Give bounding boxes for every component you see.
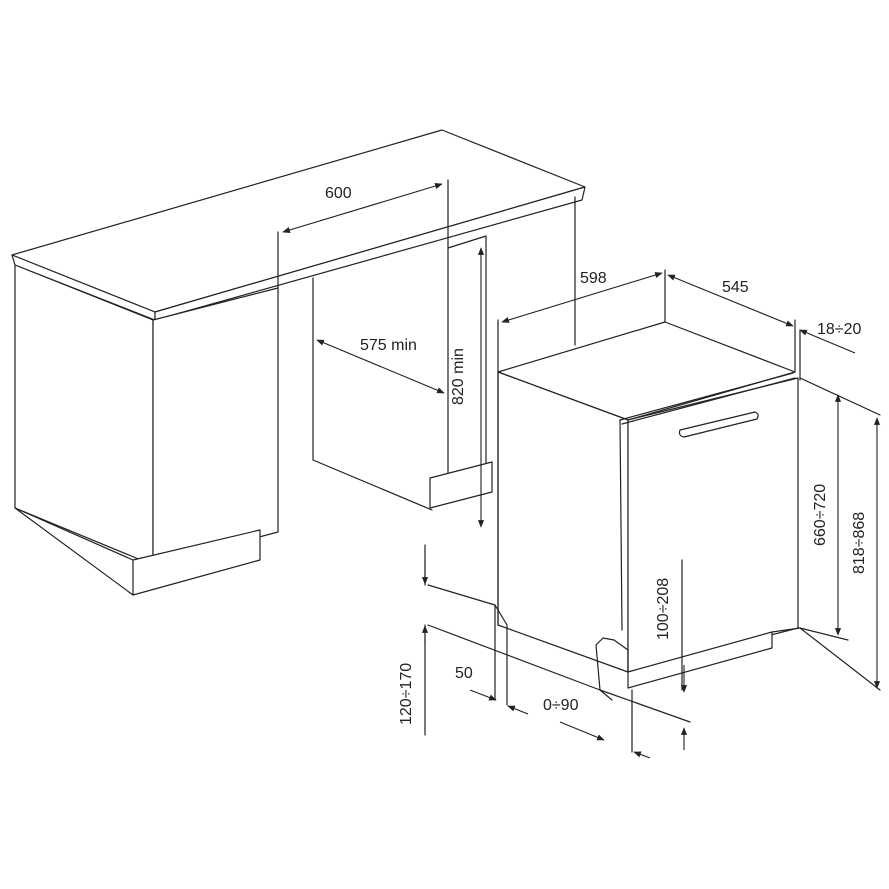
door-handle-icon bbox=[678, 411, 759, 438]
right-cabinet-plinth bbox=[429, 461, 493, 509]
dishwasher-foot bbox=[427, 584, 508, 706]
label-appliance-height: 818÷868 bbox=[851, 512, 868, 574]
left-cabinet-plinth bbox=[132, 529, 261, 596]
label-plinth-height: 120÷170 bbox=[398, 663, 415, 725]
label-foot-adjust: 100÷208 bbox=[655, 578, 672, 640]
label-appliance-width: 598 bbox=[580, 270, 607, 287]
label-appliance-depth: 545 bbox=[722, 279, 749, 296]
label-plinth-gap: 50 bbox=[455, 665, 473, 682]
dishwasher-side bbox=[497, 371, 629, 673]
dishwasher bbox=[427, 319, 881, 723]
niche-back-wall bbox=[312, 277, 433, 511]
label-plinth-setback: 0÷90 bbox=[543, 697, 579, 714]
label-niche-height: 820 min bbox=[450, 348, 467, 405]
label-door-offset: 18÷20 bbox=[817, 321, 861, 338]
label-countertop-width: 600 bbox=[325, 185, 352, 202]
dimension-arrows bbox=[282, 183, 881, 759]
label-door-height: 660÷720 bbox=[812, 484, 829, 546]
dimension-labels: 600 575 min 820 min 598 545 18÷20 660÷72… bbox=[325, 185, 868, 725]
left-cabinet-front bbox=[152, 287, 279, 566]
dishwasher-plinth bbox=[627, 631, 773, 689]
label-niche-depth: 575 min bbox=[360, 337, 417, 354]
